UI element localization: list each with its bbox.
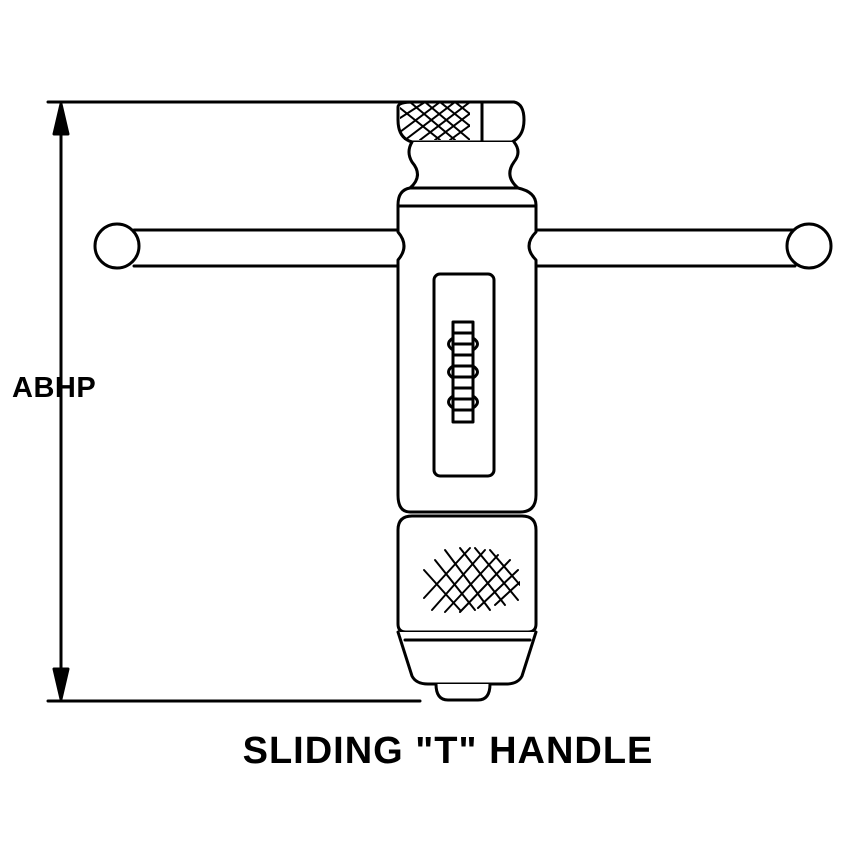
right-arm	[528, 222, 833, 270]
dimension-arrow	[52, 102, 70, 701]
chuck	[396, 514, 538, 702]
top-knurled-cap	[396, 100, 526, 144]
body-slot	[432, 272, 496, 478]
neck	[407, 140, 520, 190]
dimension-label: ABHP	[12, 372, 97, 404]
left-arm	[93, 222, 400, 270]
dimension-extension-lines	[46, 100, 422, 703]
diagram-caption: SLIDING "T" HANDLE	[242, 730, 654, 772]
